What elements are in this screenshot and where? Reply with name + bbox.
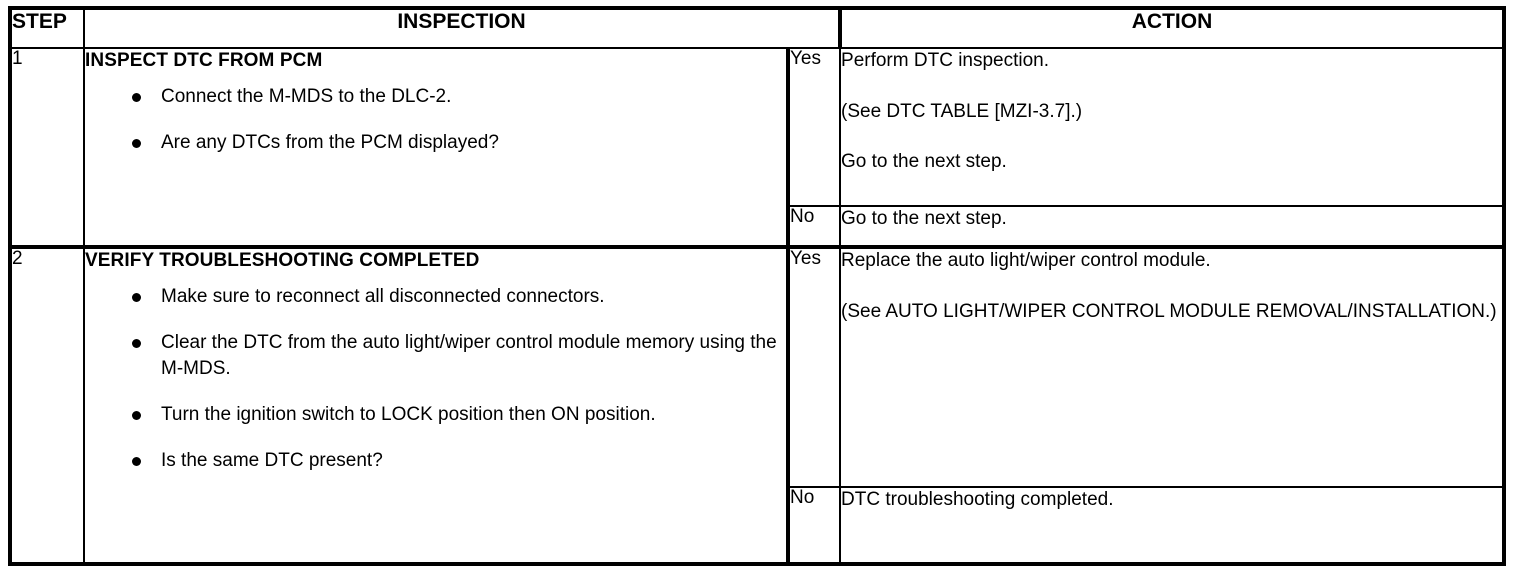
list-item: Make sure to reconnect all disconnected … bbox=[132, 284, 786, 310]
inspection-cell: INSPECT DTC FROM PCM Connect the M-MDS t… bbox=[83, 47, 789, 248]
bullet-dot-icon bbox=[132, 92, 141, 102]
inspection-bullet-list: Connect the M-MDS to the DLC-2. Are any … bbox=[85, 84, 786, 156]
step-number-cell: 2 bbox=[9, 245, 85, 565]
list-item-text: Connect the M-MDS to the DLC-2. bbox=[161, 85, 452, 107]
list-item-text: Turn the ignition switch to LOCK positio… bbox=[161, 403, 656, 425]
list-item: Turn the ignition switch to LOCK positio… bbox=[132, 402, 786, 428]
bullet-dot-icon bbox=[132, 292, 141, 302]
table-row: No Go to the next step. bbox=[10, 205, 1506, 248]
list-item: Connect the M-MDS to the DLC-2. bbox=[132, 84, 786, 110]
list-item-text: Are any DTCs from the PCM displayed? bbox=[161, 131, 499, 153]
troubleshooting-table: STEP INSPECTION ACTION 1 INSPECT DTC FRO… bbox=[8, 6, 1507, 566]
action-cell-no: Go to the next step. bbox=[839, 205, 1506, 248]
list-item: Clear the DTC from the auto light/wiper … bbox=[132, 330, 786, 382]
list-item: Is the same DTC present? bbox=[132, 448, 786, 474]
column-header-action: ACTION bbox=[838, 7, 1506, 49]
table-row: 2 VERIFY TROUBLESHOOTING COMPLETED Make … bbox=[9, 245, 1506, 565]
action-line: (See AUTO LIGHT/WIPER CONTROL MODULE REM… bbox=[841, 300, 1497, 322]
action-line: Go to the next step. bbox=[841, 151, 1007, 173]
inspection-cell: VERIFY TROUBLESHOOTING COMPLETED Make su… bbox=[83, 245, 789, 565]
action-line: Perform DTC inspection. bbox=[841, 50, 1050, 71]
column-header-inspection: INSPECTION bbox=[82, 7, 842, 49]
result-label-yes: Yes bbox=[785, 245, 842, 488]
list-item-text: Is the same DTC present? bbox=[161, 449, 383, 471]
inspection-title: VERIFY TROUBLESHOOTING COMPLETED bbox=[85, 250, 480, 271]
result-label-yes: Yes bbox=[785, 47, 842, 207]
list-item-text: Make sure to reconnect all disconnected … bbox=[161, 285, 605, 307]
list-item-text: Clear the DTC from the auto light/wiper … bbox=[161, 331, 777, 379]
action-line: Replace the auto light/wiper control mod… bbox=[841, 250, 1211, 271]
bullet-dot-icon bbox=[132, 338, 141, 348]
action-cell-yes: Replace the auto light/wiper control mod… bbox=[839, 245, 1506, 488]
result-label-no: No bbox=[785, 486, 842, 565]
result-label-no: No bbox=[785, 205, 842, 248]
action-line: Go to the next step. bbox=[841, 208, 1007, 229]
action-line: (See DTC TABLE [MZI-3.7].) bbox=[841, 100, 1083, 122]
inspection-bullet-list: Make sure to reconnect all disconnected … bbox=[85, 284, 786, 474]
table-row: 1 INSPECT DTC FROM PCM Connect the M-MDS… bbox=[9, 47, 1506, 248]
bullet-dot-icon bbox=[132, 138, 141, 148]
bullet-dot-icon bbox=[132, 456, 141, 466]
step-number-cell: 1 bbox=[9, 47, 85, 248]
column-header-step: STEP bbox=[9, 7, 85, 49]
action-cell-yes: Perform DTC inspection. (See DTC TABLE [… bbox=[839, 47, 1506, 207]
table-header-row: STEP INSPECTION ACTION bbox=[9, 7, 1506, 49]
action-cell-no: DTC troubleshooting completed. bbox=[839, 486, 1506, 565]
inspection-title: INSPECT DTC FROM PCM bbox=[85, 50, 323, 71]
table-row: No DTC troubleshooting completed. bbox=[10, 486, 1506, 565]
bullet-dot-icon bbox=[132, 410, 141, 420]
action-line: DTC troubleshooting completed. bbox=[841, 489, 1114, 510]
list-item: Are any DTCs from the PCM displayed? bbox=[132, 130, 786, 156]
